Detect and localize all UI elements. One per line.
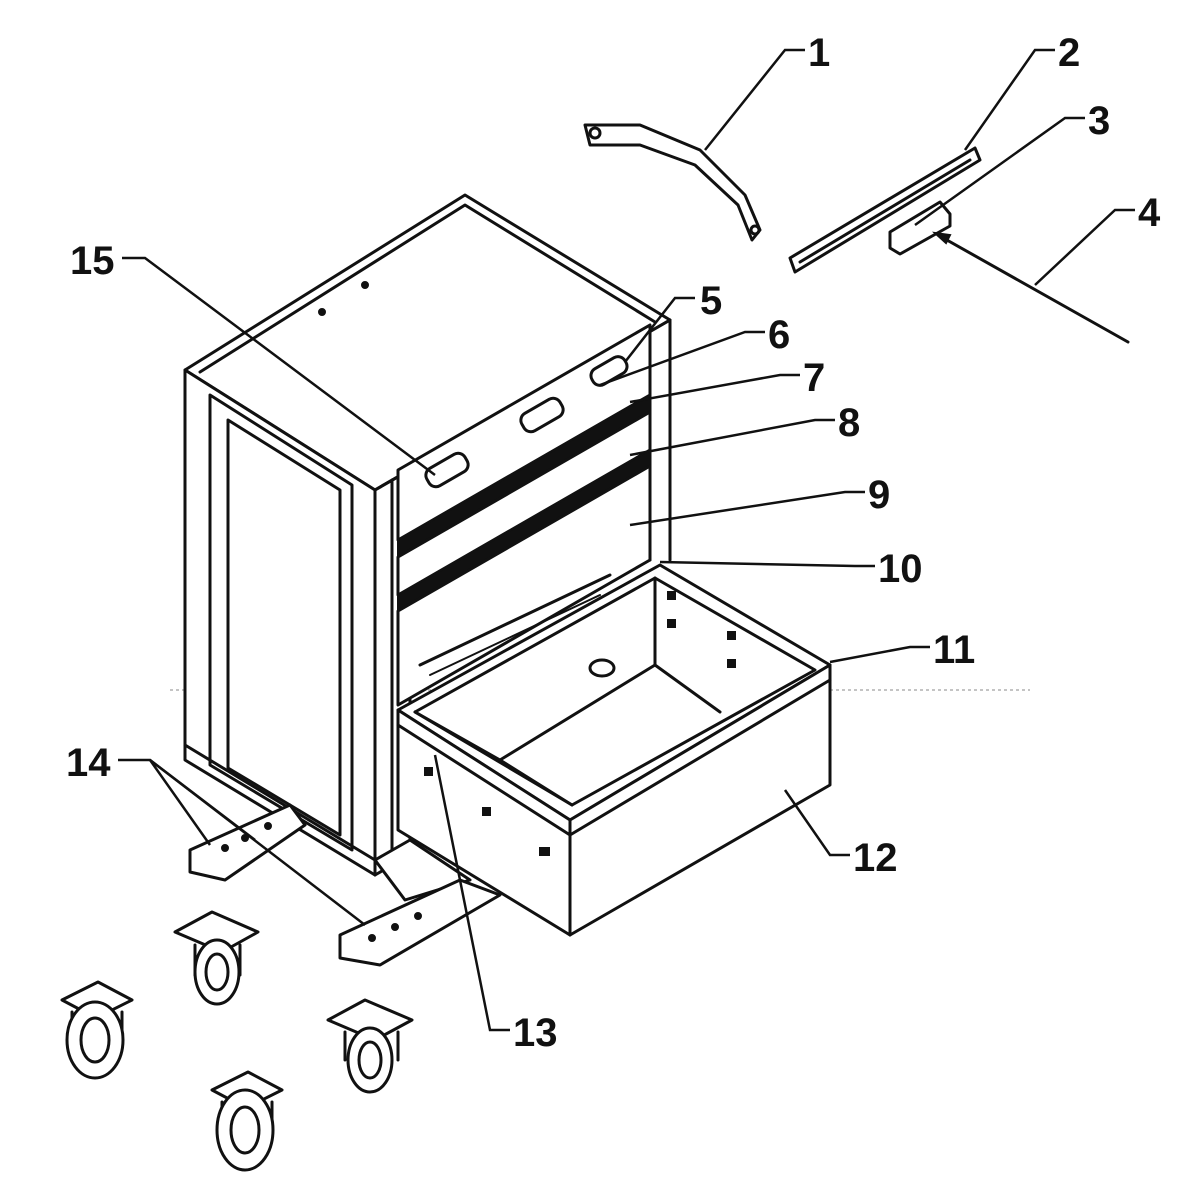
leader-4 bbox=[1034, 208, 1135, 286]
callout-7: 7 bbox=[803, 356, 825, 400]
leader-14c bbox=[149, 759, 366, 926]
drawer-back-cutout bbox=[588, 658, 616, 678]
drawer-hole bbox=[667, 591, 676, 600]
leader-13 bbox=[433, 754, 510, 1032]
open-drawer bbox=[396, 563, 832, 937]
drawer-hole bbox=[482, 807, 491, 816]
drawer-hole bbox=[727, 631, 736, 640]
callout-1: 1 bbox=[808, 31, 830, 75]
cabinet-body bbox=[183, 193, 672, 902]
caster-wheel-hub bbox=[204, 952, 230, 992]
drawer-inner-floor bbox=[498, 663, 722, 762]
drawer-slide-rail bbox=[429, 594, 601, 676]
callout-15: 15 bbox=[70, 239, 115, 283]
rod-tip bbox=[931, 231, 952, 245]
plate-hole bbox=[368, 934, 376, 942]
callout-13: 13 bbox=[513, 1011, 558, 1055]
leader-7 bbox=[629, 373, 800, 404]
callout-10: 10 bbox=[878, 547, 923, 591]
leader-15 bbox=[122, 256, 436, 477]
drawer-handle bbox=[519, 396, 565, 434]
drawer-hole bbox=[424, 767, 433, 776]
leader-lines bbox=[118, 48, 1135, 1032]
drawer-hole bbox=[727, 659, 736, 668]
caster-wheel bbox=[60, 980, 134, 1080]
drawer-hole bbox=[667, 619, 676, 628]
callout-14: 14 bbox=[66, 741, 111, 785]
bracket-hole bbox=[588, 126, 602, 140]
leader-3 bbox=[914, 116, 1085, 227]
part-1-bracket bbox=[583, 123, 762, 242]
leader-6 bbox=[599, 330, 765, 387]
leader-11 bbox=[829, 645, 930, 664]
part-4-rod bbox=[936, 233, 1130, 344]
side-panel-frame-inner bbox=[226, 418, 342, 837]
plate-hole bbox=[391, 923, 399, 931]
slide-rail-channel bbox=[798, 158, 972, 264]
callout-2: 2 bbox=[1058, 31, 1080, 75]
caster-wheel-tire bbox=[346, 1026, 394, 1094]
callout-11: 11 bbox=[933, 628, 975, 672]
drawer-handle-15 bbox=[424, 451, 470, 489]
callout-labels: 1 2 3 4 5 6 7 8 9 10 11 12 13 14 15 bbox=[66, 31, 1161, 1055]
caster-wheel-tire bbox=[193, 938, 241, 1006]
cabinet-top-inner-edge bbox=[198, 203, 657, 374]
leader-2 bbox=[963, 48, 1055, 151]
caster-wheel-hub bbox=[79, 1016, 111, 1064]
callout-3: 3 bbox=[1088, 99, 1110, 143]
plate-hole bbox=[221, 844, 229, 852]
base-plate-left bbox=[188, 803, 307, 882]
drawer-slide-rail bbox=[418, 573, 612, 667]
callout-12: 12 bbox=[853, 836, 898, 880]
callout-5: 5 bbox=[700, 279, 722, 323]
caster-wheel bbox=[210, 1070, 284, 1172]
leader-12 bbox=[783, 789, 850, 857]
bracket-hole bbox=[749, 224, 761, 236]
leader-10 bbox=[659, 560, 875, 568]
caster-wheel-tire bbox=[65, 1000, 125, 1080]
leader-8 bbox=[629, 418, 835, 457]
side-panel-frame-outer bbox=[208, 393, 354, 852]
leader-9 bbox=[629, 490, 865, 527]
caster-wheel-hub bbox=[229, 1105, 261, 1155]
top-hole bbox=[318, 308, 326, 316]
caster-wheels bbox=[60, 910, 414, 1172]
plate-hole bbox=[264, 822, 272, 830]
base-plates bbox=[188, 803, 502, 967]
plate-hole bbox=[241, 834, 249, 842]
base-plate-right bbox=[338, 878, 502, 967]
callout-8: 8 bbox=[838, 401, 860, 445]
drawer-front-12 bbox=[568, 663, 832, 937]
loose-parts bbox=[583, 123, 1130, 344]
callout-4: 4 bbox=[1138, 191, 1161, 235]
caster-fork bbox=[343, 1030, 400, 1062]
plate-hole bbox=[414, 912, 422, 920]
leader-5 bbox=[624, 296, 695, 363]
top-hole bbox=[361, 281, 369, 289]
drawer-hole bbox=[539, 847, 550, 856]
caster-wheel-tire bbox=[215, 1088, 275, 1172]
drawer-front-lip bbox=[568, 678, 832, 837]
side-base-edge bbox=[183, 743, 377, 862]
callout-6: 6 bbox=[768, 313, 790, 357]
part-3-clip bbox=[888, 200, 952, 256]
leader-14a bbox=[118, 758, 212, 846]
caster-wheel bbox=[173, 910, 260, 1006]
caster-wheel-hub bbox=[357, 1040, 383, 1080]
caster-wheel bbox=[326, 998, 414, 1094]
leader-1 bbox=[704, 48, 805, 151]
callout-9: 9 bbox=[868, 473, 890, 517]
drawer-side-lip bbox=[396, 723, 572, 837]
